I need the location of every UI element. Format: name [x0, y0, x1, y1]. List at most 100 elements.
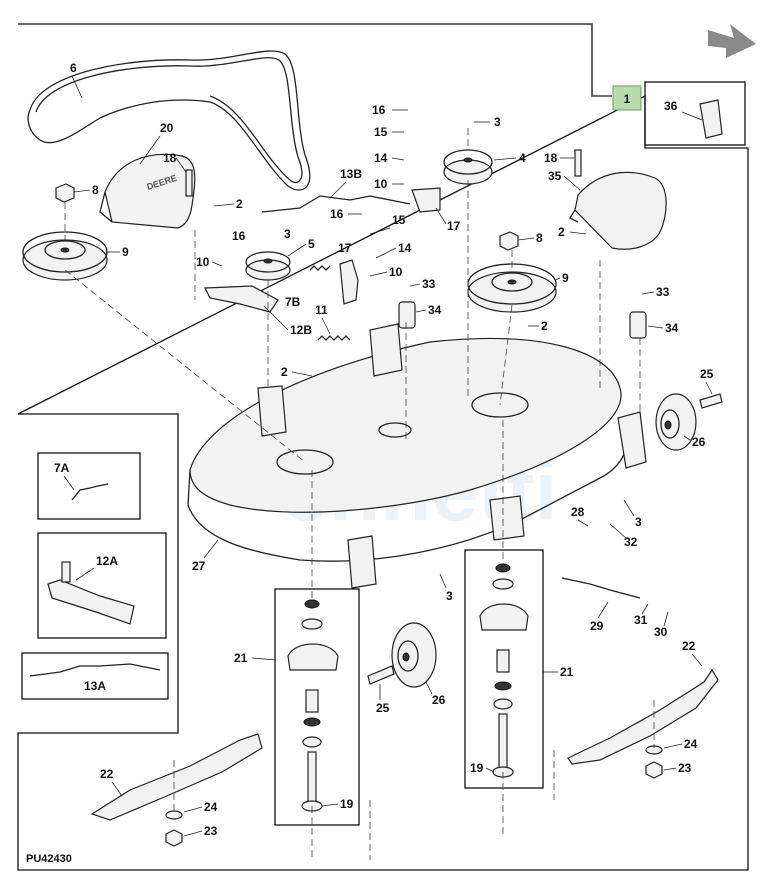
- lift-rod: [561, 577, 641, 599]
- bracket-17-top: [411, 187, 441, 213]
- callout-13b: 13B: [340, 167, 362, 181]
- callout-3-b: 3: [494, 115, 501, 129]
- callout-16-b: 16: [372, 103, 386, 117]
- blade-nut-left: [165, 829, 183, 847]
- callout-10-b: 10: [374, 177, 388, 191]
- callout-12b: 12B: [290, 323, 312, 337]
- pin-18-right: [574, 149, 582, 177]
- callout-17-a: 17: [447, 219, 461, 233]
- callout-8-left: 8: [92, 183, 99, 197]
- pin-18-left: [185, 169, 193, 197]
- callout-32: 32: [624, 535, 638, 549]
- callout-17-b: 17: [338, 241, 352, 255]
- inset-label-7a: 7A: [54, 461, 70, 475]
- callout-35: 35: [548, 169, 562, 183]
- nut-right: [499, 231, 519, 251]
- callout-16-a: 16: [232, 229, 246, 243]
- callout-30: 30: [654, 625, 668, 639]
- axle-bolt-left: [367, 665, 395, 685]
- inset-box-36: [644, 81, 746, 146]
- callout-16-c: 16: [330, 207, 344, 221]
- callout-3-a: 3: [284, 227, 291, 241]
- callout-23-left: 23: [204, 824, 218, 838]
- callout-2-a: 2: [236, 197, 243, 211]
- callout-26-b: 26: [432, 693, 446, 707]
- callout-4: 4: [519, 151, 526, 165]
- bushing-right: [629, 311, 647, 339]
- callout-21-right: 21: [560, 665, 574, 679]
- axle-bolt-right: [699, 393, 723, 409]
- bracket-36: [699, 99, 723, 139]
- callout-15-a: 15: [374, 125, 388, 139]
- link-rod: [261, 195, 411, 213]
- spindle-box-right: [464, 549, 544, 789]
- inset-label-12a: 12A: [96, 554, 118, 568]
- idler-arm: [204, 285, 279, 313]
- washer-left: [165, 810, 183, 820]
- idler-pulley-mid: [245, 251, 291, 281]
- callout-33-a: 33: [422, 277, 436, 291]
- callout-18-left: 18: [163, 151, 177, 165]
- inset-12a-part: [47, 579, 135, 625]
- spindle-box-left: [274, 588, 360, 826]
- inset-box-12a: [37, 532, 167, 639]
- spring-small: [309, 265, 331, 271]
- bracket-17: [339, 259, 359, 305]
- callout-33-b: 33: [656, 285, 670, 299]
- callout-34-b: 34: [665, 321, 679, 335]
- callout-25-a: 25: [700, 367, 714, 381]
- callout-34-a: 34: [428, 303, 442, 317]
- callout-29: 29: [590, 619, 604, 633]
- spindle-left: [287, 599, 339, 812]
- callout-21-left: 21: [234, 651, 248, 665]
- callout-22-right: 22: [682, 639, 696, 653]
- reference-tag: [612, 85, 642, 111]
- callout-24-left: 24: [204, 800, 218, 814]
- inset-12a-bolt: [61, 561, 71, 583]
- callout-23-right: 23: [678, 761, 692, 775]
- callout-26-a: 26: [692, 435, 706, 449]
- callout-2-d: 2: [281, 365, 288, 379]
- nut-left: [55, 183, 75, 203]
- callout-25-b: 25: [376, 701, 390, 715]
- forward-arrow-icon: [708, 24, 756, 58]
- callout-7b: 7B: [285, 295, 301, 309]
- mower-deck: [187, 323, 647, 589]
- callout-28: 28: [571, 505, 585, 519]
- callout-18-right: 18: [544, 151, 558, 165]
- callout-36: 36: [664, 99, 678, 113]
- belt-guard-right: [569, 171, 667, 250]
- callout-6: 6: [70, 61, 77, 75]
- callout-31: 31: [634, 613, 648, 627]
- blade-right: [567, 668, 719, 765]
- drive-belt: [27, 50, 311, 191]
- idler-pulley-top: [443, 149, 493, 185]
- callout-10-c: 10: [389, 265, 403, 279]
- inset-box-13a: [21, 652, 169, 700]
- reference-tag-label: 1: [624, 92, 631, 106]
- callout-14-b: 14: [398, 241, 412, 255]
- spring: [317, 335, 351, 341]
- inset-13a-part: [29, 663, 161, 677]
- callout-9-right: 9: [562, 271, 569, 285]
- callout-19-left: 19: [340, 797, 354, 811]
- figure-code: PU42430: [26, 853, 72, 865]
- callout-10-a: 10: [196, 255, 210, 269]
- callout-2-c: 2: [541, 319, 548, 333]
- callout-27: 27: [192, 559, 206, 573]
- callout-9-left: 9: [122, 245, 129, 259]
- gauge-wheel-left: [391, 622, 437, 688]
- callout-24-right: 24: [684, 737, 698, 751]
- idler-pulley-left: [22, 231, 108, 281]
- belt-guard-left: DEERE: [99, 153, 196, 229]
- bushing-left: [398, 301, 416, 329]
- gauge-wheel-right: [655, 393, 697, 451]
- callout-5: 5: [308, 237, 315, 251]
- callout-3-c: 3: [635, 515, 642, 529]
- callout-15-b: 15: [392, 213, 406, 227]
- callout-14-a: 14: [374, 151, 388, 165]
- idler-pulley-right: [467, 263, 557, 313]
- callout-20: 20: [160, 121, 174, 135]
- inset-box-7a: [37, 452, 141, 520]
